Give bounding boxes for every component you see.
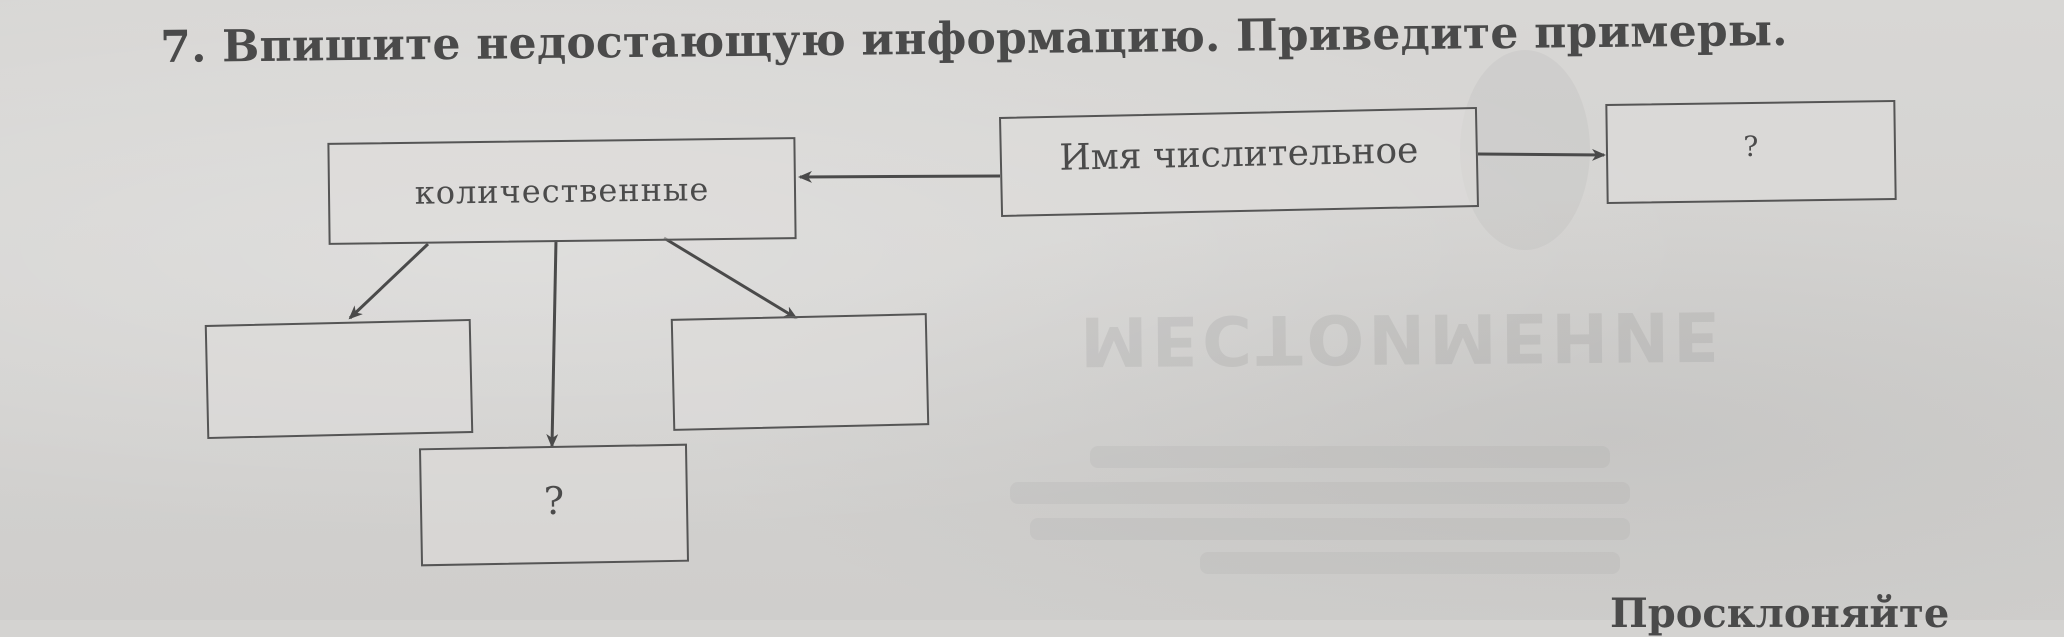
- empty-subcategory-box-right[interactable]: [670, 313, 930, 431]
- empty-subcategory-box-left[interactable]: [204, 318, 474, 440]
- imya-chislitelnoe-box: Имя числительное: [999, 107, 1479, 217]
- bleed-through-line: [1200, 552, 1620, 574]
- bleed-through-line: [1030, 518, 1630, 540]
- imya-chislitelnoe-label: Имя числительное: [1058, 129, 1419, 179]
- bleed-through-line: [1010, 482, 1630, 504]
- missing-category-box[interactable]: ?: [1605, 99, 1897, 205]
- bleed-through-shape: [1460, 50, 1590, 250]
- bleed-through-text: МЕСТОИМЕНИЕ: [1079, 295, 1724, 380]
- missing-category-label: ?: [1743, 129, 1759, 164]
- missing-subcategory-box[interactable]: ?: [418, 443, 690, 567]
- bleed-through-line: [1090, 446, 1610, 468]
- kolichestvennye-label: количественные: [414, 170, 710, 212]
- kolichestvennye-box: количественные: [327, 137, 797, 245]
- next-task-partial: Просклоняйте: [1610, 590, 1950, 637]
- missing-subcategory-label: ?: [543, 478, 565, 524]
